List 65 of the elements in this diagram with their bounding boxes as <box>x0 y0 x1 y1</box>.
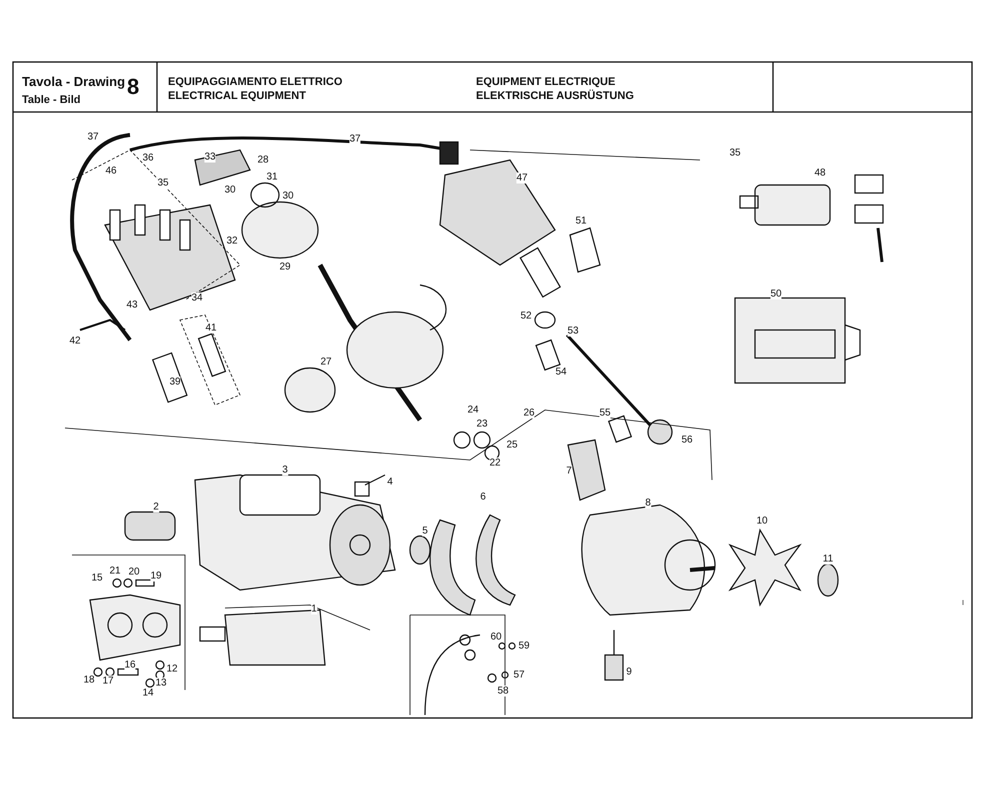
callout-number: 3 <box>282 464 288 476</box>
drawing-title: Table - Bild <box>22 94 80 106</box>
heading-text: EQUIPMENT ELECTRIQUE <box>476 76 616 88</box>
callout-number: 9 <box>626 666 632 678</box>
callout-number: 18 <box>83 674 95 686</box>
callout-number: 27 <box>320 356 332 368</box>
callout-number: 15 <box>91 572 103 584</box>
callout-number: 22 <box>489 458 501 468</box>
callout-number: 12 <box>166 664 178 674</box>
callout-number: 14 <box>142 688 154 698</box>
callout-number: 37 <box>87 132 99 142</box>
callout-number: 55 <box>599 408 611 418</box>
callout-number: 34 <box>191 292 203 304</box>
callout-number: 4 <box>387 476 393 488</box>
callout-number: 1 <box>311 604 317 614</box>
callout-number: 8 <box>645 498 651 508</box>
callout-number: 26 <box>523 408 535 418</box>
callout-number: 54 <box>555 366 567 378</box>
callout-number: 48 <box>814 168 826 178</box>
callout-number: 41 <box>205 322 217 334</box>
callout-number: 50 <box>770 288 782 300</box>
heading-text: ELEKTRISCHE AUSRÜSTUNG <box>476 90 634 102</box>
callout-number: 7 <box>566 466 572 476</box>
callout-number: 51 <box>575 216 587 226</box>
callout-number: 56 <box>681 434 693 446</box>
callout-number: 37 <box>349 134 361 144</box>
heading-text: ELECTRICAL EQUIPMENT <box>168 90 306 102</box>
callout-number: 25 <box>506 440 518 450</box>
callout-number: 5 <box>422 526 428 536</box>
callout-number: 6 <box>480 492 486 502</box>
callout-number: 29 <box>279 262 291 272</box>
callout-number: 19 <box>150 570 162 582</box>
callout-number: 21 <box>109 566 121 576</box>
callout-number: 20 <box>128 566 140 578</box>
callout-number: 39 <box>169 376 181 388</box>
callout-number: 28 <box>257 154 269 166</box>
callout-number: 59 <box>518 640 530 652</box>
callout-number: 36 <box>142 152 154 164</box>
callout-number: 33 <box>204 152 216 162</box>
callout-number: 10 <box>756 516 768 526</box>
callout-number: 43 <box>126 300 138 310</box>
drawing-title: Tavola - Drawing <box>22 74 126 89</box>
callout-number: 11 <box>822 554 834 564</box>
callout-number: 17 <box>102 676 114 686</box>
callout-number: 13 <box>155 678 167 688</box>
table-number: 8 <box>127 74 140 100</box>
callout-number: 53 <box>567 326 579 336</box>
callout-number: 35 <box>157 178 169 188</box>
callout-number: 35 <box>729 148 741 158</box>
callout-number: 24 <box>467 404 479 416</box>
callout-number: 42 <box>69 336 81 346</box>
callout-number: 60 <box>490 632 502 642</box>
callout-number: 46 <box>105 166 117 176</box>
callout-number: 58 <box>497 686 509 696</box>
callout-number: 31 <box>266 172 278 182</box>
callout-number: 30 <box>224 184 236 196</box>
heading-text: EQUIPAGGIAMENTO ELETTRICO <box>168 76 342 88</box>
callout-number: 23 <box>476 418 488 430</box>
callout-number: 47 <box>516 172 528 184</box>
callout-number: 52 <box>520 310 532 322</box>
callout-number: 32 <box>226 236 238 246</box>
callout-number: 16 <box>124 660 136 670</box>
callout-number: 2 <box>153 502 159 512</box>
callout-number: 57 <box>513 670 525 680</box>
callout-number: 30 <box>282 190 294 202</box>
